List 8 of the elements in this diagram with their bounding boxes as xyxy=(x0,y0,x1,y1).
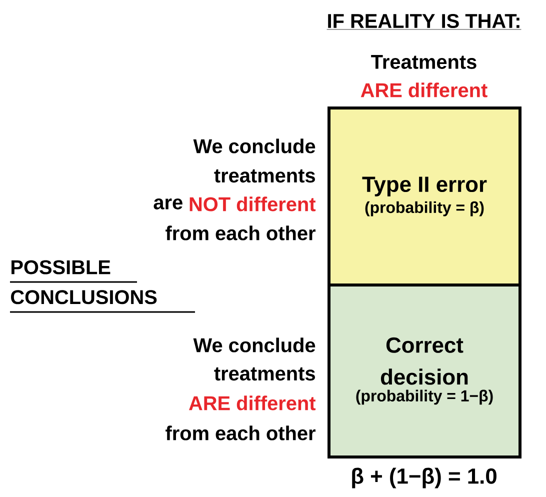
heading: IF REALITY IS THAT: xyxy=(326,14,522,30)
section-heading: POSSIBLE CONCLUSIONS xyxy=(10,260,195,313)
outcome-box: Type II error (probability = β) xyxy=(328,106,522,286)
outcome-box: Correct decision (probability = 1−β) xyxy=(328,284,522,458)
column-heading: Treatments xyxy=(371,55,476,69)
conclusion-text: are xyxy=(154,198,182,210)
conclusion-text: We conclude xyxy=(193,338,316,352)
conclusion-text: from each other xyxy=(166,226,316,240)
